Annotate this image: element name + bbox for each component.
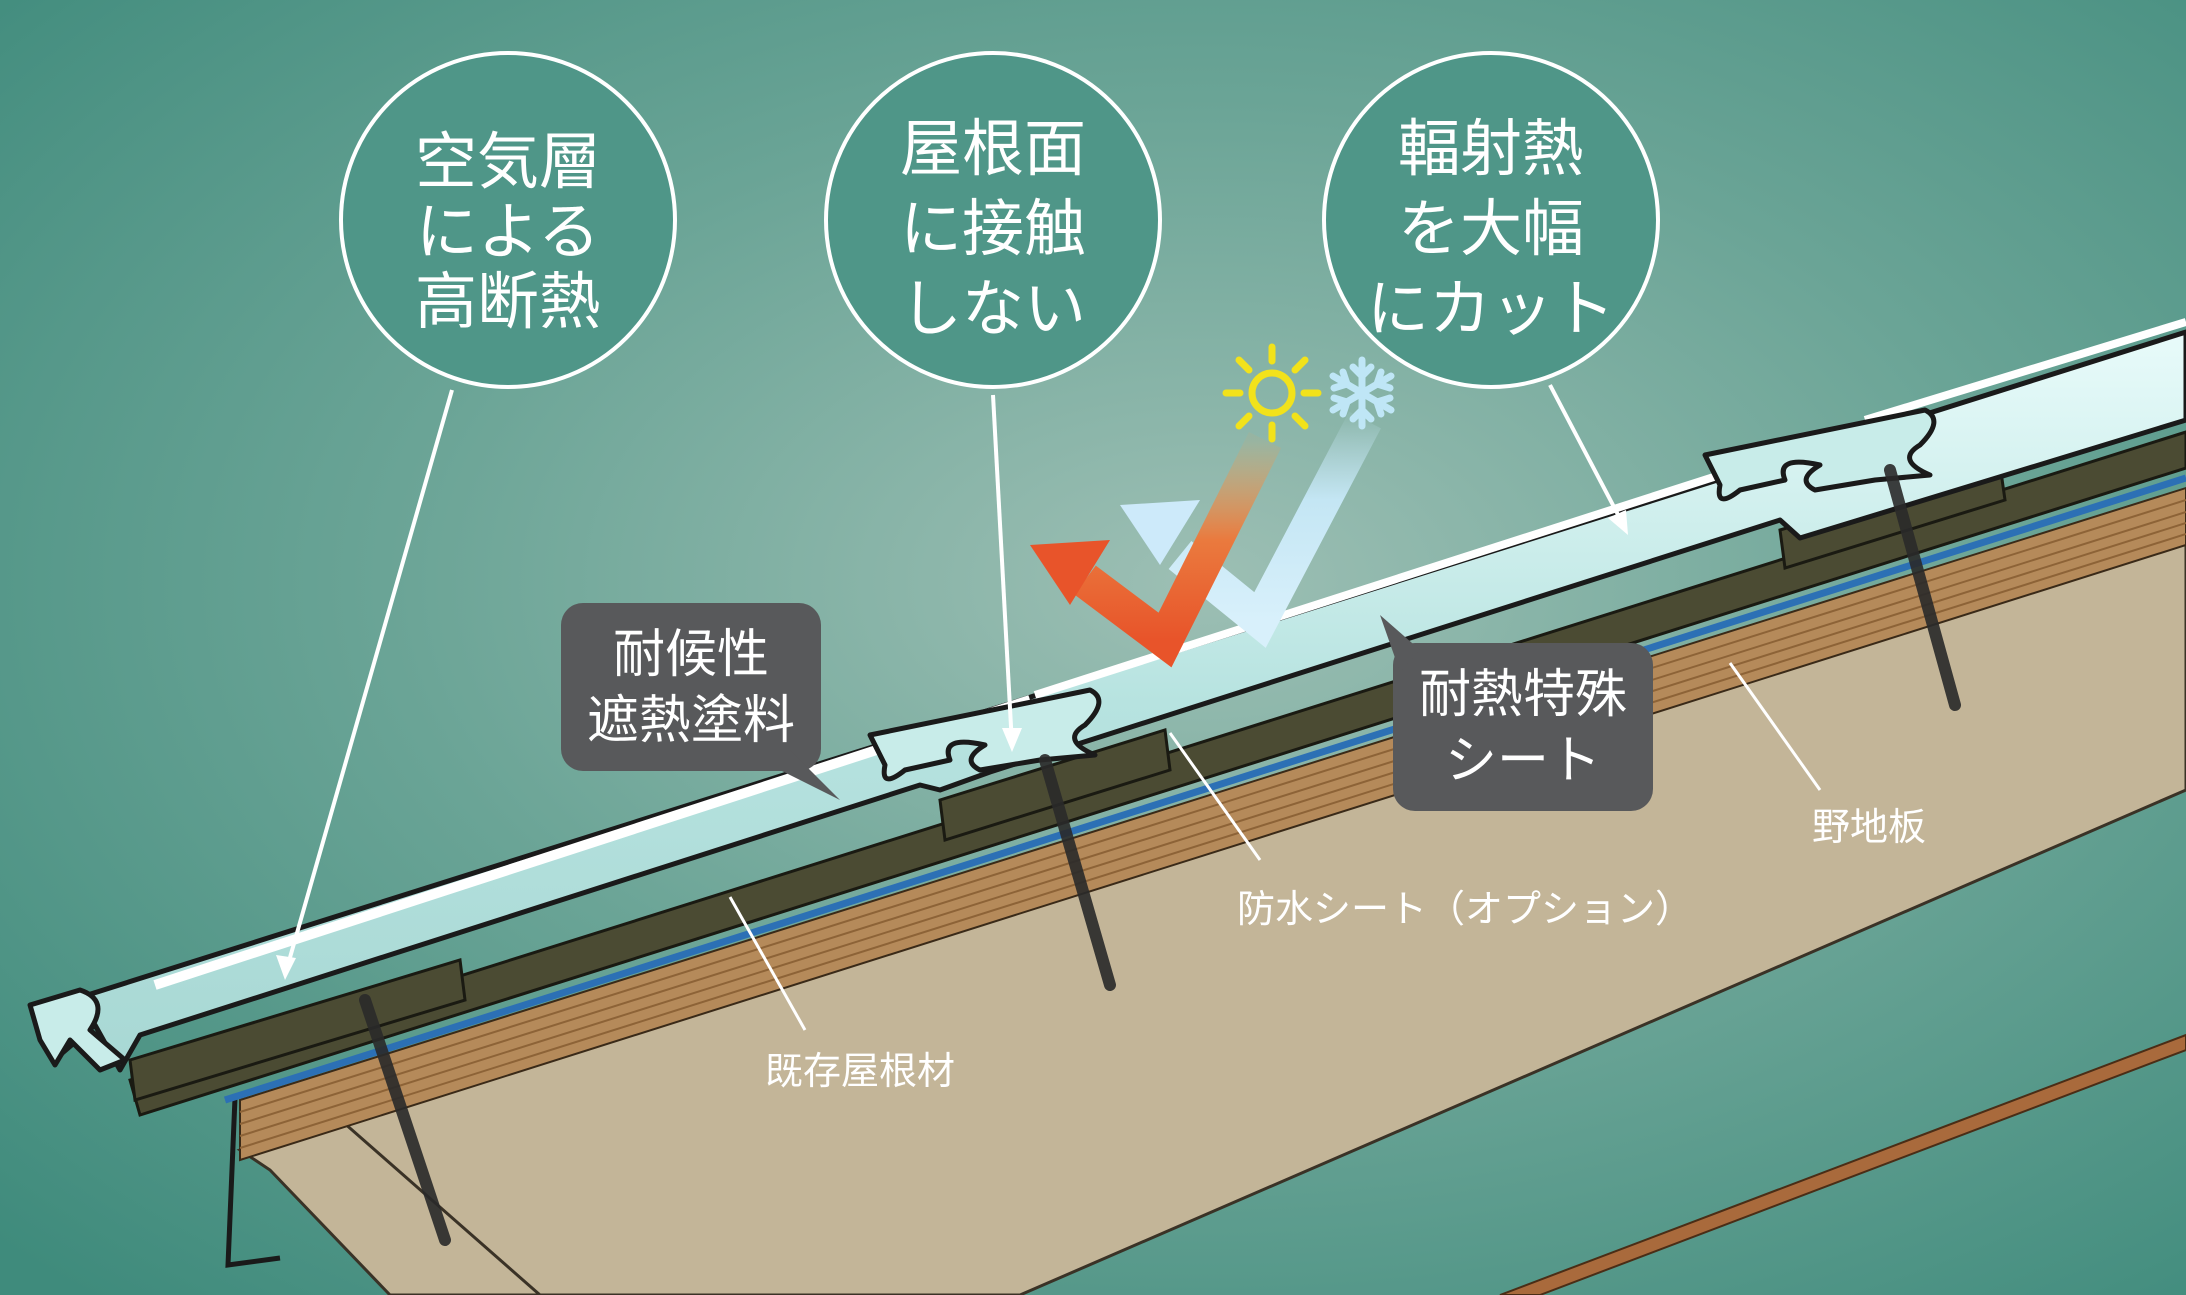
waterproof-label-leader xyxy=(1168,732,1262,861)
bubble-2-pointer-head xyxy=(1002,728,1022,752)
screw-3 xyxy=(1884,464,1961,711)
sheathing-wood-grain xyxy=(239,499,2186,1149)
bubble-1-pointer xyxy=(283,389,454,976)
bubble-2-line-2: に接触 xyxy=(900,192,1086,265)
screw-1 xyxy=(359,994,451,1246)
callout-paint: 耐候性 遮熱塗料 xyxy=(561,603,840,800)
screws xyxy=(359,464,1961,1246)
sun-icon xyxy=(1222,343,1322,443)
heat-arrow-head xyxy=(1030,540,1110,605)
callout-paint-line-1: 耐候性 xyxy=(613,625,769,685)
sheathing-board-face xyxy=(236,538,2186,1295)
callout-sheet-line-2: シート xyxy=(1445,731,1601,791)
bubble-1-line-3: 高断熱 xyxy=(415,265,601,338)
bubble-3-line-2: を大幅 xyxy=(1398,192,1584,265)
existing-roof-step-0 xyxy=(128,958,467,1102)
bubble-1-line-2: による xyxy=(416,195,600,268)
heat-arrow-tail xyxy=(1074,431,1282,668)
rafter xyxy=(1499,1033,2186,1295)
screw-2 xyxy=(1039,754,1116,991)
eave-flashing xyxy=(225,1097,281,1268)
bubble-air-layer: 空気層 による 高断熱 xyxy=(339,51,677,389)
callout-paint-line-2: 遮熱塗料 xyxy=(587,691,795,751)
bubble-3-pointer-head xyxy=(1608,510,1628,535)
waterproof-sheet-line xyxy=(223,474,2186,1104)
bubble-3-line-1: 輻射熱 xyxy=(1398,112,1584,185)
panel-seam-0 xyxy=(27,987,128,1073)
bubble-3-line-3: にカット xyxy=(1367,272,1615,345)
existing-roof-label-leader xyxy=(728,896,807,1031)
air-layer-gap-3 xyxy=(1863,318,2186,424)
panel-seam-2 xyxy=(1702,407,1937,502)
snowflake-icon xyxy=(1329,356,1395,430)
bubble-1-line-1: 空気層 xyxy=(415,125,601,198)
callout-sheet: 耐熱特殊 シート xyxy=(1380,615,1653,811)
cold-arrow-head xyxy=(1120,500,1200,565)
bubble-2-line-3: しない xyxy=(900,272,1086,345)
bubble-radiant-heat: 輻射熱 を大幅 にカット xyxy=(1322,51,1660,389)
bubble-1-pointer-head xyxy=(276,955,296,980)
label-waterproof-sheet: 防水シート（オプション） xyxy=(1237,887,1693,931)
bubble-2-pointer xyxy=(991,394,1014,746)
label-existing-roof: 既存屋根材 xyxy=(765,1049,955,1093)
bubble-2-line-1: 屋根面 xyxy=(900,112,1086,185)
bubble-no-contact: 屋根面 に接触 しない xyxy=(824,51,1162,389)
bubble-3-pointer xyxy=(1548,384,1627,529)
label-sheathing: 野地板 xyxy=(1812,805,1926,849)
sheathing-label-leader xyxy=(1728,662,1822,791)
callout-sheet-line-1: 耐熱特殊 xyxy=(1419,665,1627,725)
